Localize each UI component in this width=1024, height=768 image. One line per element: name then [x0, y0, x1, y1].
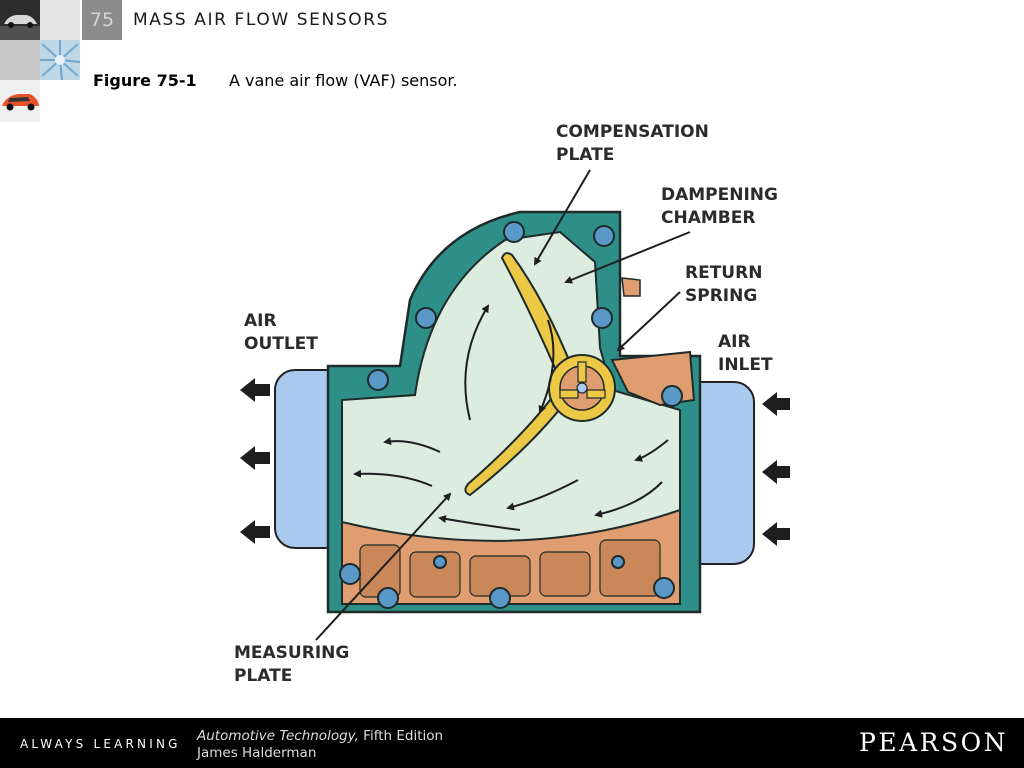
label-air-inlet: AIR INLET — [718, 332, 773, 375]
chapter-title: MASS AIR FLOW SENSORS — [133, 10, 390, 30]
figure-label: Figure 75-1 — [93, 71, 197, 90]
book-author: James Halderman — [197, 745, 317, 761]
book-edition: Fifth Edition — [363, 728, 444, 744]
footer-bar: ALWAYS LEARNING Automotive Technology, F… — [0, 718, 1024, 768]
publisher-logo: PEARSON — [859, 728, 1008, 757]
chapter-number: 75 — [82, 0, 122, 40]
car-photo-thumbnail — [0, 0, 40, 40]
figure-caption: A vane air flow (VAF) sensor. — [229, 71, 458, 90]
book-title: Automotive Technology, — [197, 728, 359, 744]
sports-car-photo-thumbnail — [0, 80, 40, 122]
footer-book-info: Automotive Technology, Fifth Edition Jam… — [197, 728, 443, 762]
airflow-arrows — [353, 304, 669, 531]
blank-thumbnail — [40, 0, 80, 40]
label-compensation-plate: COMPENSATION PLATE — [556, 122, 715, 165]
outlet-flow-arrows — [240, 378, 270, 544]
figure-heading: Figure 75-1 A vane air flow (VAF) sensor… — [93, 71, 458, 90]
leader-lines — [315, 169, 691, 641]
label-return-spring: RETURN SPRING — [685, 263, 768, 306]
label-measuring-plate: MEASURING PLATE — [234, 643, 355, 686]
header-thumbnails — [0, 0, 82, 122]
inlet-flow-arrows — [762, 392, 790, 546]
grey-thumbnail — [0, 40, 40, 80]
footer-tagline: ALWAYS LEARNING — [20, 737, 181, 751]
label-dampening-chamber: DAMPENING CHAMBER — [661, 185, 784, 228]
vaf-sensor-diagram: COMPENSATION PLATE DAMPENING CHAMBER RET… — [234, 122, 790, 686]
label-air-outlet: AIR OUTLET — [244, 311, 318, 354]
housing-bolts — [339, 221, 683, 609]
turbine-photo-thumbnail — [40, 40, 80, 80]
